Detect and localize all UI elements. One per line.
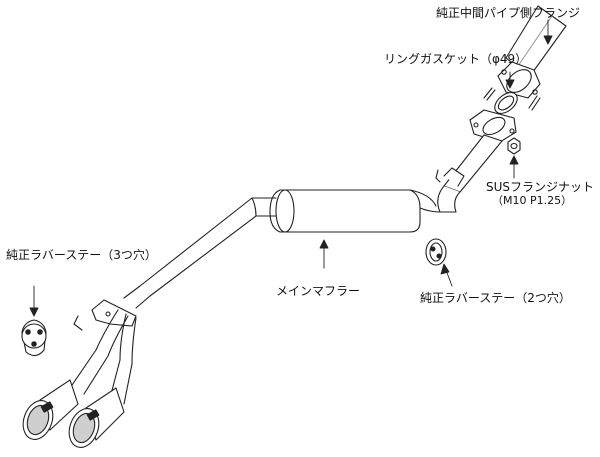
rubber-stay-3-holes [21, 319, 47, 357]
long-pipe [123, 197, 277, 309]
leader-lines [29, 19, 553, 317]
tip-bracket [73, 299, 137, 331]
main-muffler-body [269, 189, 441, 233]
label-main-muffler: メインマフラー [276, 284, 361, 298]
ring-gasket [494, 92, 518, 114]
split-pipes [69, 309, 137, 405]
studs [483, 87, 541, 111]
original-flange [497, 61, 541, 99]
label-flange-nut: SUSフランジナット [486, 180, 595, 194]
label-ring-gasket: リングガスケット（φ49） [384, 52, 528, 66]
label-flange-nut-spec: （M10 P1.25） [492, 194, 573, 207]
rubber-stay-2-holes [425, 238, 447, 266]
tail-tip-right [68, 387, 125, 448]
label-original-flange: 純正中間パイプ側フランジ [436, 6, 581, 20]
muffler-flange [469, 109, 517, 143]
flange-nut [507, 137, 521, 155]
label-rubber-stay-3: 純正ラバーステー（3つ穴） [6, 248, 157, 262]
tail-tip-left [22, 379, 79, 440]
label-rubber-stay-2: 純正ラバーステー（2つ穴） [420, 291, 571, 305]
inlet-hanger [435, 167, 465, 187]
